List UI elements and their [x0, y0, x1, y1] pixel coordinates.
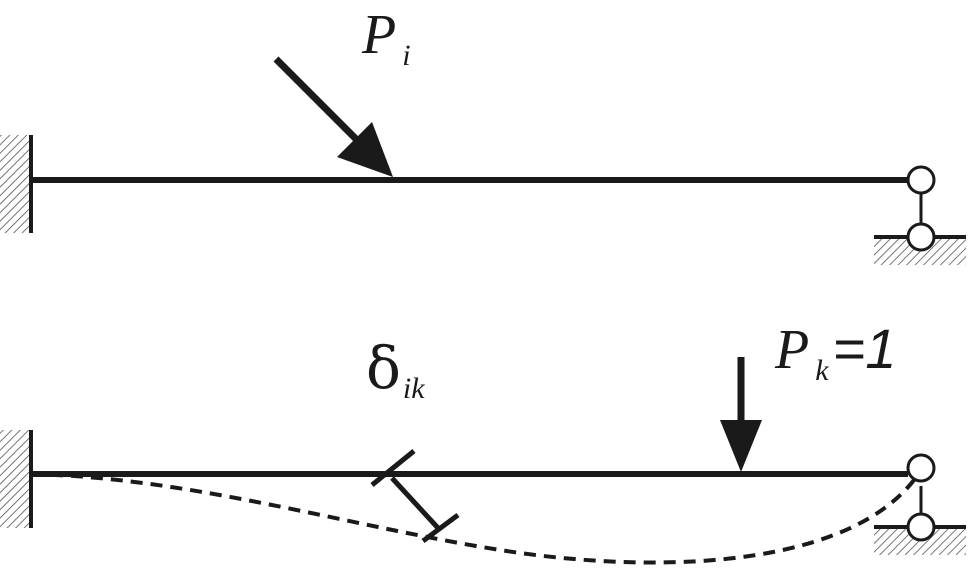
- label-pi-symbol: P: [361, 4, 396, 66]
- label-delta-symbol: δ: [366, 334, 401, 402]
- top-fixed-support-hatch: [0, 135, 30, 233]
- bottom-fixed-support-hatch: [0, 430, 30, 528]
- deflection-dimension: [370, 449, 460, 544]
- label-pi-subscript: i: [402, 39, 410, 72]
- load-arrow-pk: [720, 357, 762, 472]
- load-arrow-pi: [273, 56, 393, 177]
- bottom-roller-support: [874, 453, 966, 555]
- top-roller-support: [874, 165, 966, 265]
- label-pk-value: =1: [833, 317, 897, 380]
- label-pk-symbol: P: [774, 319, 809, 381]
- label-delta-subscript: ik: [403, 372, 425, 405]
- label-pk-subscript: k: [815, 354, 829, 387]
- label-delta-ik: δik: [366, 334, 425, 405]
- deflection-curve: [30, 472, 916, 565]
